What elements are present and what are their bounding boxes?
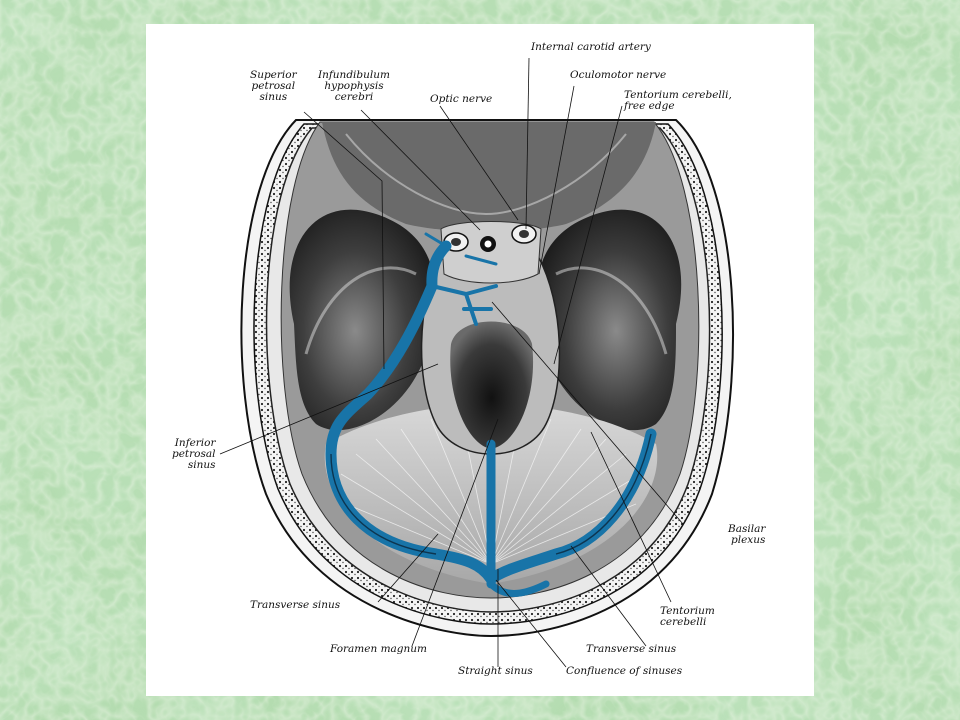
label-tentorium-cerebelli: Tentorium cerebelli bbox=[660, 605, 715, 628]
label-internal-carotid-artery: Internal carotid artery bbox=[531, 41, 651, 53]
label-optic-nerve: Optic nerve bbox=[430, 93, 493, 105]
label-foramen-magnum: Foramen magnum bbox=[330, 643, 428, 655]
label-inferior-petrosal-sinus: Inferior petrosal sinus bbox=[172, 437, 216, 471]
label-infundibulum: Infundibulum hypophysis cerebri bbox=[318, 69, 390, 103]
label-superior-petrosal-sinus: Superior petrosal sinus bbox=[250, 69, 297, 103]
label-oculomotor-nerve: Oculomotor nerve bbox=[570, 69, 667, 81]
label-straight-sinus: Straight sinus bbox=[458, 665, 533, 677]
skull-base-illustration bbox=[219, 57, 734, 668]
label-basilar-plexus: Basilar plexus bbox=[728, 523, 766, 546]
label-confluence-of-sinuses: Confluence of sinuses bbox=[566, 665, 683, 677]
label-tentorium-free-edge: Tentorium cerebelli, free edge bbox=[624, 89, 732, 112]
label-transverse-sinus-right: Transverse sinus bbox=[586, 643, 677, 655]
label-transverse-sinus-left: Transverse sinus bbox=[250, 599, 341, 611]
anatomy-figure-panel: Internal carotid artery Superior petrosa… bbox=[146, 24, 814, 696]
